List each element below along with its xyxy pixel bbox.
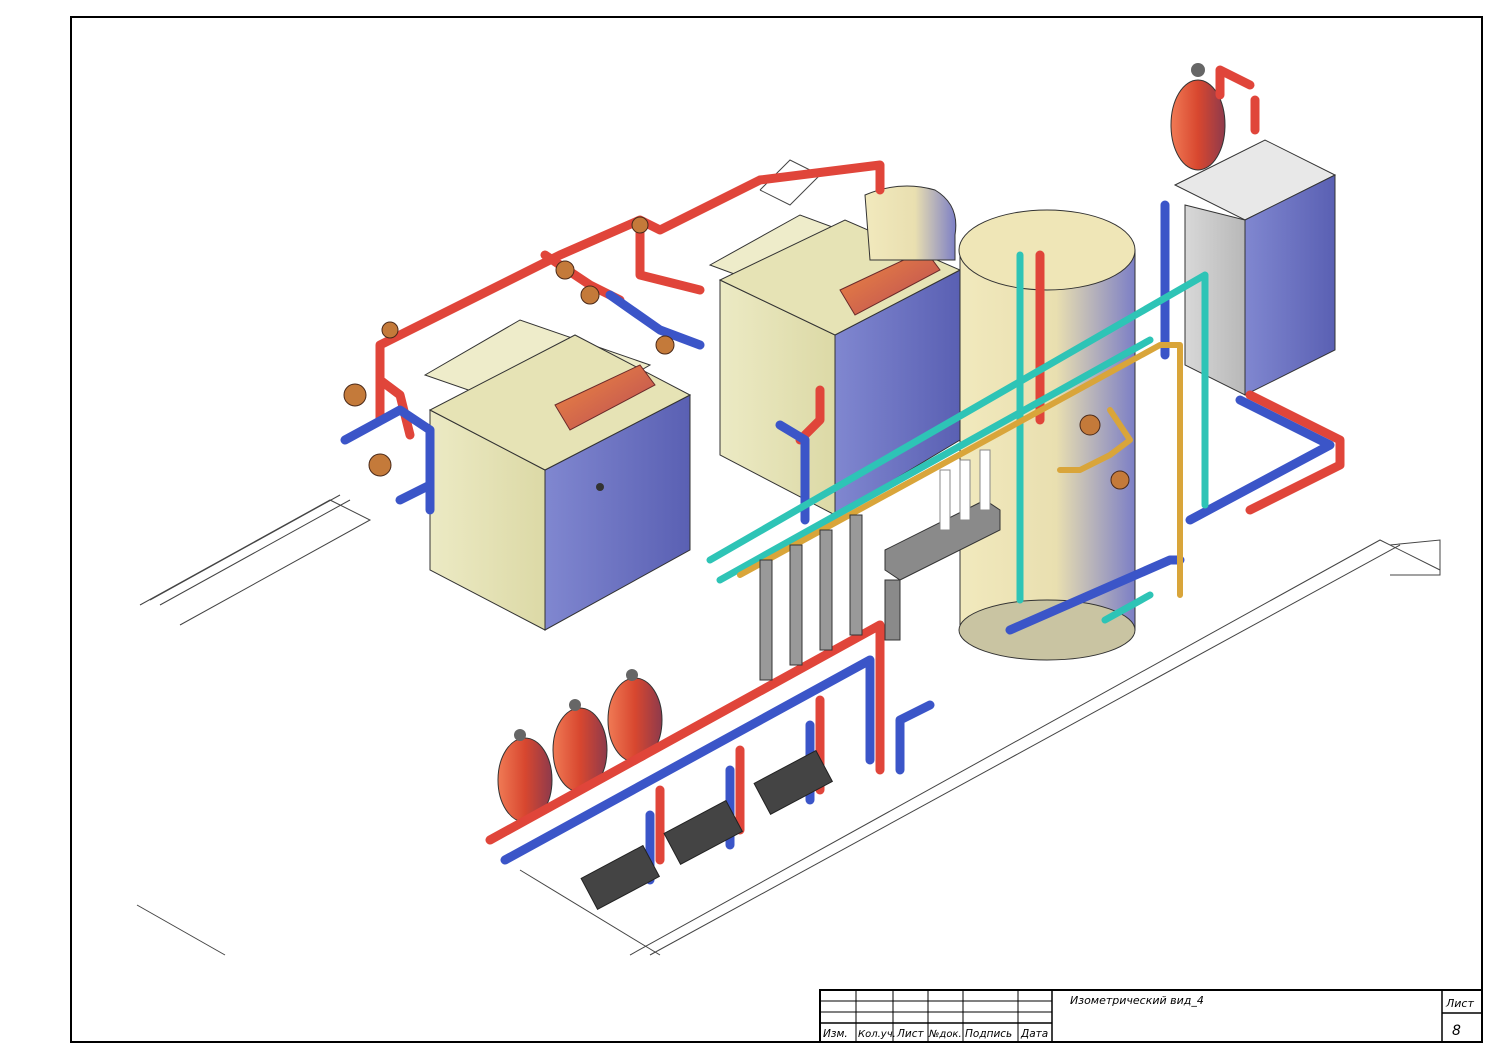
burner-left [554,364,656,431]
floor-manifolds [580,749,834,911]
wall-unit [1173,139,1337,396]
view-title: Изометрический вид_4 [1070,994,1204,1007]
expansion-vessel-top [1170,63,1226,171]
boiler-left [423,319,692,631]
drawing-frame [70,16,1483,1043]
title-block [819,989,1483,1043]
column-list: Лист [896,1028,924,1040]
column-data: Дата [1020,1028,1048,1040]
column-kol-uch: Кол.уч. [858,1029,896,1040]
column-izm: Изм. [823,1028,848,1040]
hydraulic-manifold [884,449,1001,641]
title-block-labels: Изм. Кол.уч. Лист №док. Подпись Дата Изо… [823,994,1474,1040]
indicator-light [596,483,604,491]
floor-outline [136,159,1441,956]
buffer-tank-top [864,185,957,261]
sheet-label: Лист [1445,997,1474,1010]
pipes-return [340,200,1335,885]
valves [343,216,1130,490]
pipes-gas [737,342,1183,598]
burner-right [839,249,941,316]
pump-group [759,514,863,681]
expansion-vessels-bottom [497,669,663,823]
sheet-number: 8 [1452,1023,1461,1039]
column-podpis: Подпись [965,1028,1012,1040]
column-ndok: №док. [928,1029,962,1040]
pipes-cold-water [706,251,1209,624]
